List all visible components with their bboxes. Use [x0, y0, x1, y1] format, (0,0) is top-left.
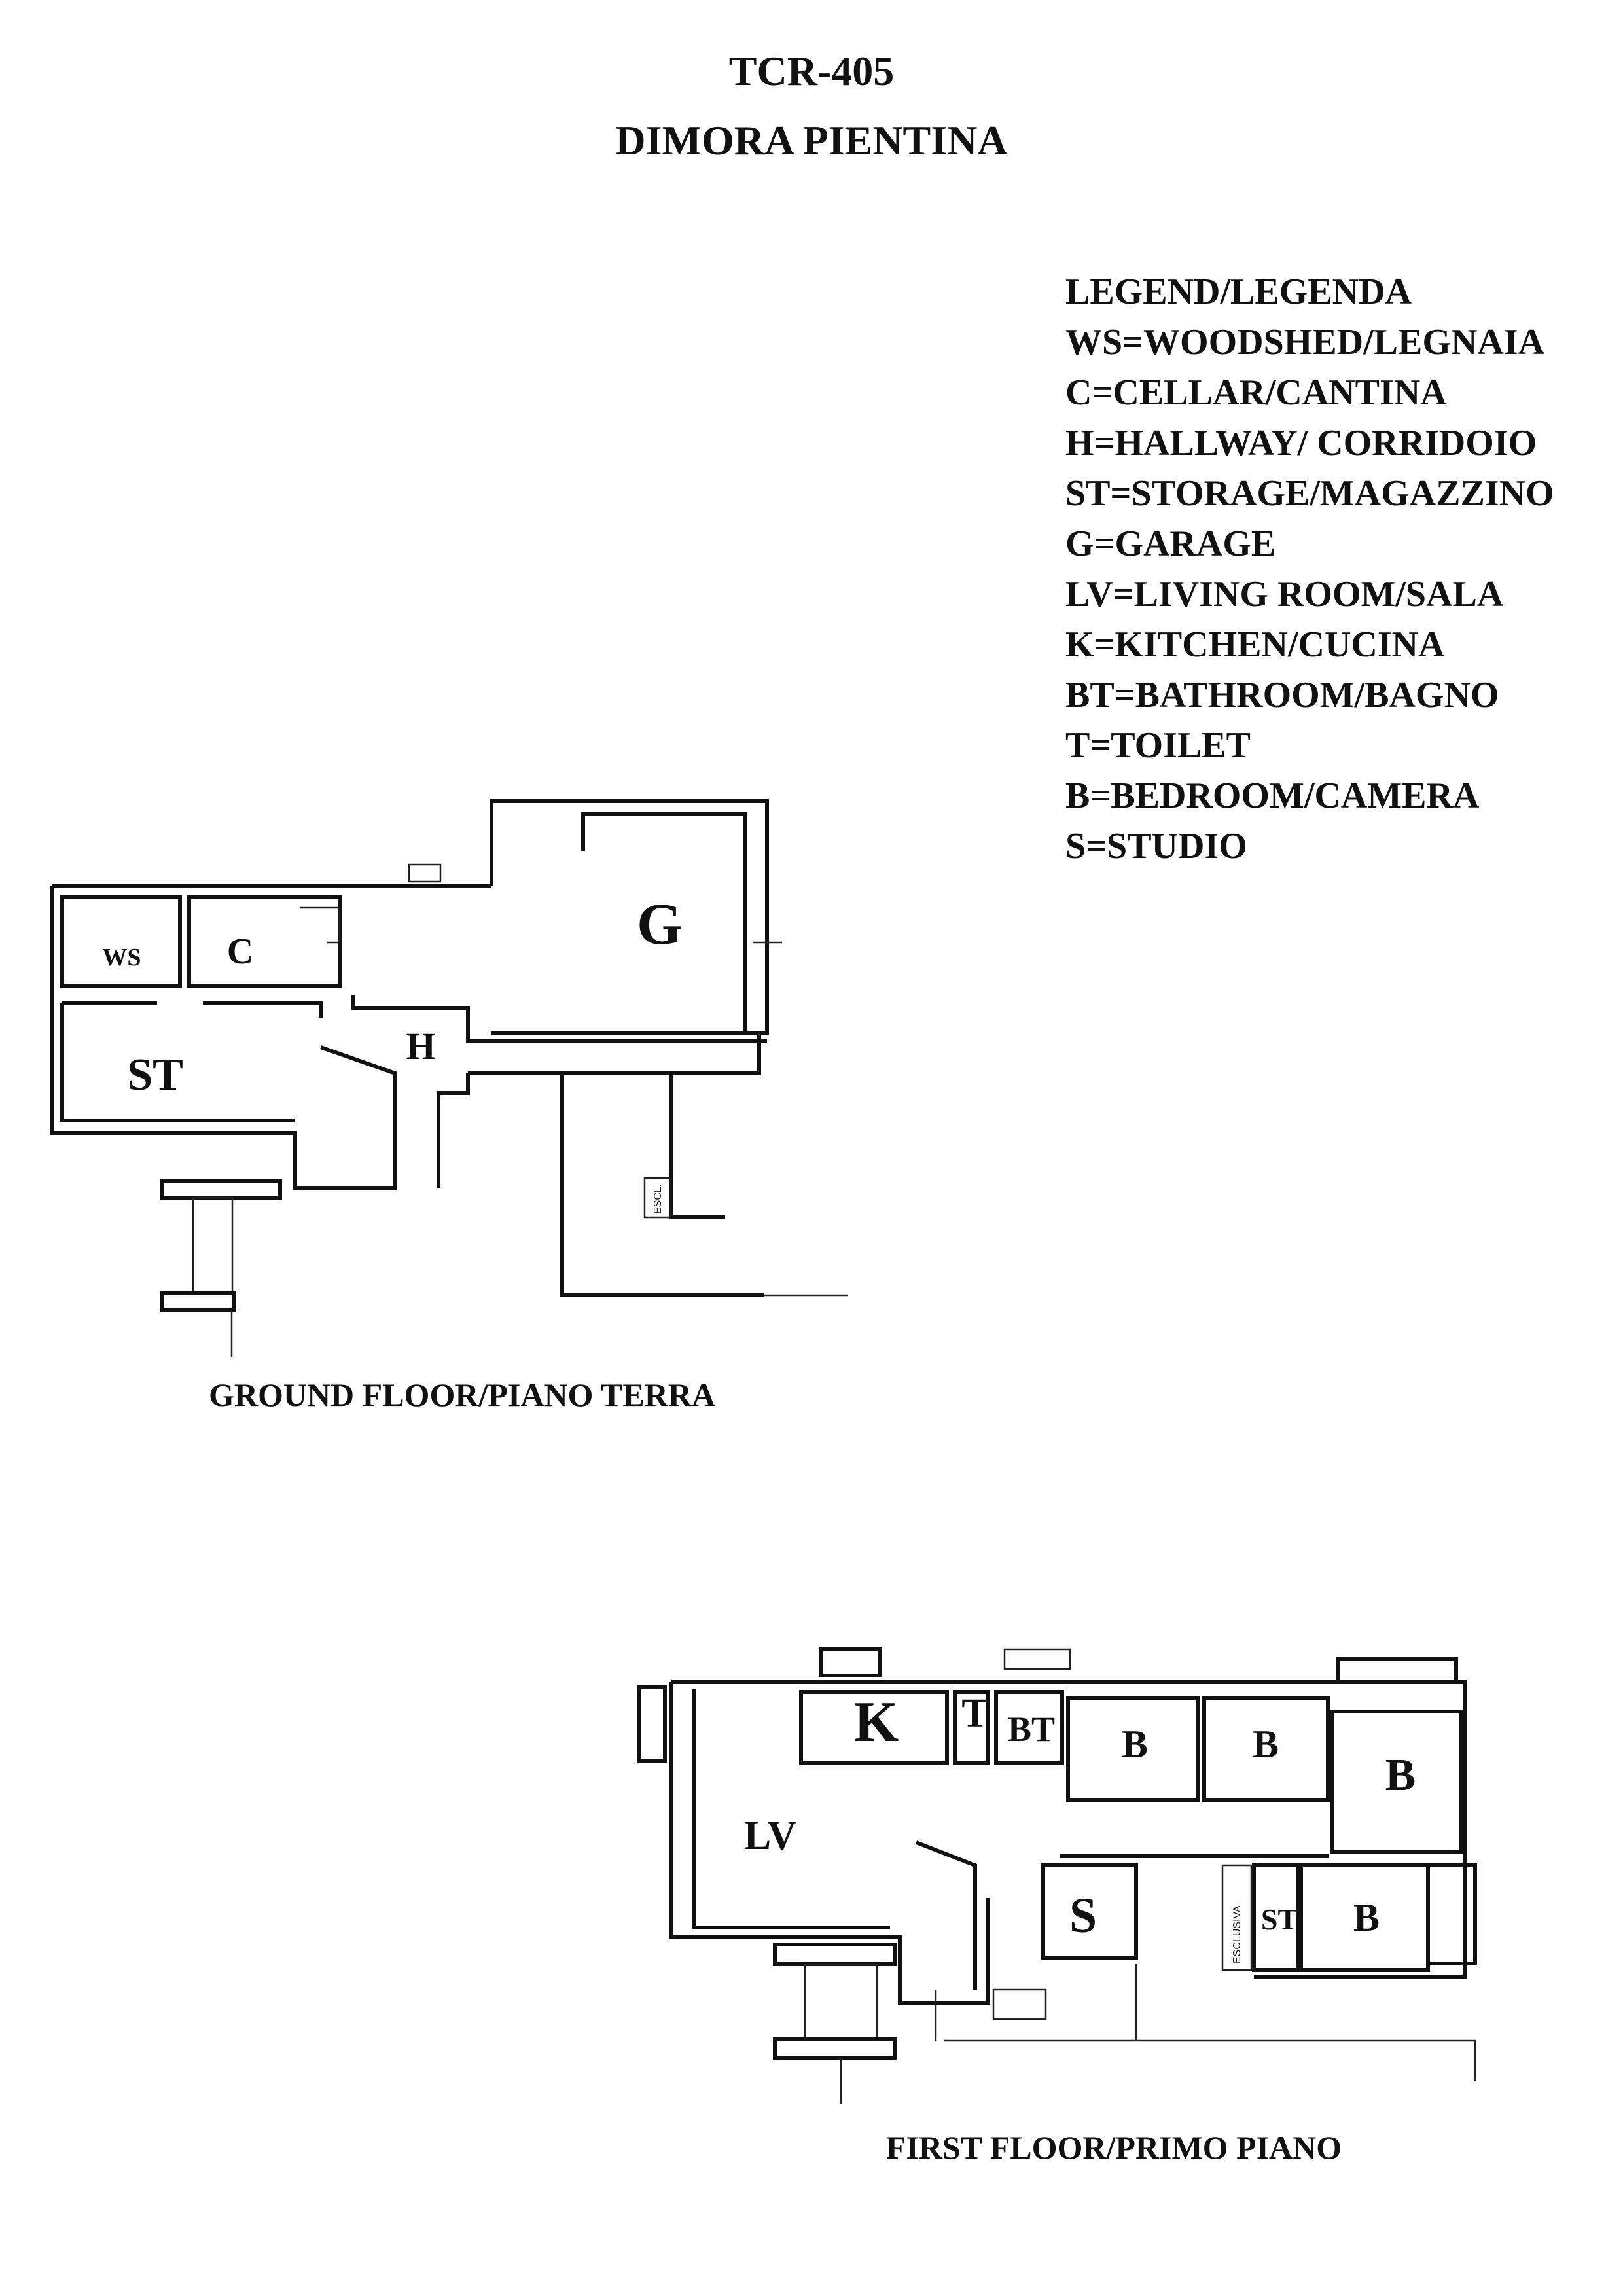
legend: LEGEND/LEGENDA WS=WOODSHED/LEGNAIA C=CEL… — [1065, 267, 1554, 872]
room-label-ws: WS — [102, 944, 141, 971]
entry-stair-landing — [773, 1943, 897, 1966]
balcony-top — [1336, 1657, 1458, 1684]
stair-steps — [992, 1988, 1047, 2020]
terrace-line — [944, 2039, 1476, 2081]
kitchen-room — [799, 1690, 949, 1765]
room-label-g: G — [637, 892, 683, 957]
legend-item: T=TOILET — [1065, 725, 1251, 766]
legend-item: LV=LIVING ROOM/SALA — [1065, 574, 1504, 615]
legend-item: ST=STORAGE/MAGAZZINO — [1065, 473, 1554, 514]
living-wall — [692, 1689, 890, 1929]
bedroom-room — [1202, 1696, 1330, 1802]
wall — [203, 1001, 323, 1018]
room-label-k: K — [854, 1691, 899, 1754]
room-label-t: T — [961, 1691, 988, 1736]
legend-title: LEGEND/LEGENDA — [1065, 272, 1412, 312]
room-label-bt: BT — [1008, 1710, 1055, 1749]
room-label-b: B — [1353, 1896, 1380, 1939]
courtyard-wall — [560, 1073, 764, 1297]
legend-item: K=KITCHEN/CUCINA — [1065, 624, 1445, 665]
first-floor-caption: FIRST FLOOR/PRIMO PIANO — [886, 2129, 1342, 2166]
toilet-room — [953, 1690, 990, 1765]
legend-item: BT=BATHROOM/BAGNO — [1065, 675, 1499, 715]
living-wall — [915, 1840, 977, 1990]
outer-wall — [671, 1680, 1467, 1979]
entry-stair — [192, 1196, 234, 1294]
legend-item: B=BEDROOM/CAMERA — [1065, 776, 1480, 816]
first-floor-plan: ESCLUSIVA K T BT B B B LV S ST B FIRST F… — [637, 1647, 1477, 2166]
stair-note: ESCL. — [652, 1184, 664, 1214]
garage-inner-wall — [581, 812, 747, 1033]
balcony-left — [637, 1685, 667, 1763]
legend-item: G=GARAGE — [1065, 524, 1276, 564]
woodshed-room — [60, 895, 182, 988]
listing-code: TCR-405 — [728, 48, 895, 94]
outer-wall — [669, 1682, 990, 2005]
legend-item: S=STUDIO — [1065, 826, 1247, 867]
entry-stair — [804, 1963, 878, 2041]
stair-steps — [408, 863, 442, 883]
wall — [60, 1003, 295, 1122]
room-label-b: B — [1253, 1723, 1279, 1766]
bathroom-room — [994, 1690, 1064, 1765]
entry-stair-landing — [160, 1179, 282, 1200]
legend-item: C=CELLAR/CANTINA — [1065, 372, 1447, 413]
room-label-st: ST — [1261, 1903, 1298, 1936]
cellar-room — [187, 895, 342, 988]
stair-steps — [1003, 1648, 1071, 1670]
stair-note: ESCLUSIVA — [1232, 1905, 1243, 1964]
entry-stair-base — [160, 1291, 236, 1312]
ground-floor-caption: GROUND FLOOR/PIANO TERRA — [209, 1376, 715, 1413]
exterior-stair — [643, 1177, 672, 1219]
room-label-s: S — [1069, 1888, 1097, 1943]
room-label-b: B — [1122, 1723, 1148, 1766]
room-label-c: C — [227, 931, 253, 972]
studio-room — [1041, 1863, 1138, 1960]
balcony-top — [819, 1647, 882, 1677]
wall — [50, 886, 397, 1190]
bedroom-room — [1330, 1710, 1463, 1854]
cellar-stair — [300, 906, 341, 944]
storage-room — [1252, 1863, 1300, 1972]
wall — [437, 1073, 470, 1188]
courtyard-wall — [669, 1073, 725, 1219]
property-name: DIMORA PIENTINA — [615, 117, 1008, 164]
room-label-lv: LV — [744, 1814, 797, 1858]
wall — [351, 995, 767, 1043]
bedroom-room — [1066, 1696, 1200, 1802]
ground-floor-plan: ESCL. WS C G H ST GROUND FLOOR/PIANO TER… — [50, 799, 848, 1413]
legend-item: H=HALLWAY/ CORRIDOIO — [1065, 423, 1537, 463]
room-label-st: ST — [127, 1050, 183, 1100]
room-label-b: B — [1385, 1750, 1416, 1801]
wall — [468, 1033, 761, 1075]
room-label-h: H — [406, 1025, 435, 1067]
legend-item: WS=WOODSHED/LEGNAIA — [1065, 322, 1545, 363]
balcony-right — [1426, 1863, 1477, 1965]
entry-stair-base — [773, 2037, 897, 2060]
garage-outline — [490, 799, 769, 1035]
private-stair — [1221, 1864, 1253, 1971]
